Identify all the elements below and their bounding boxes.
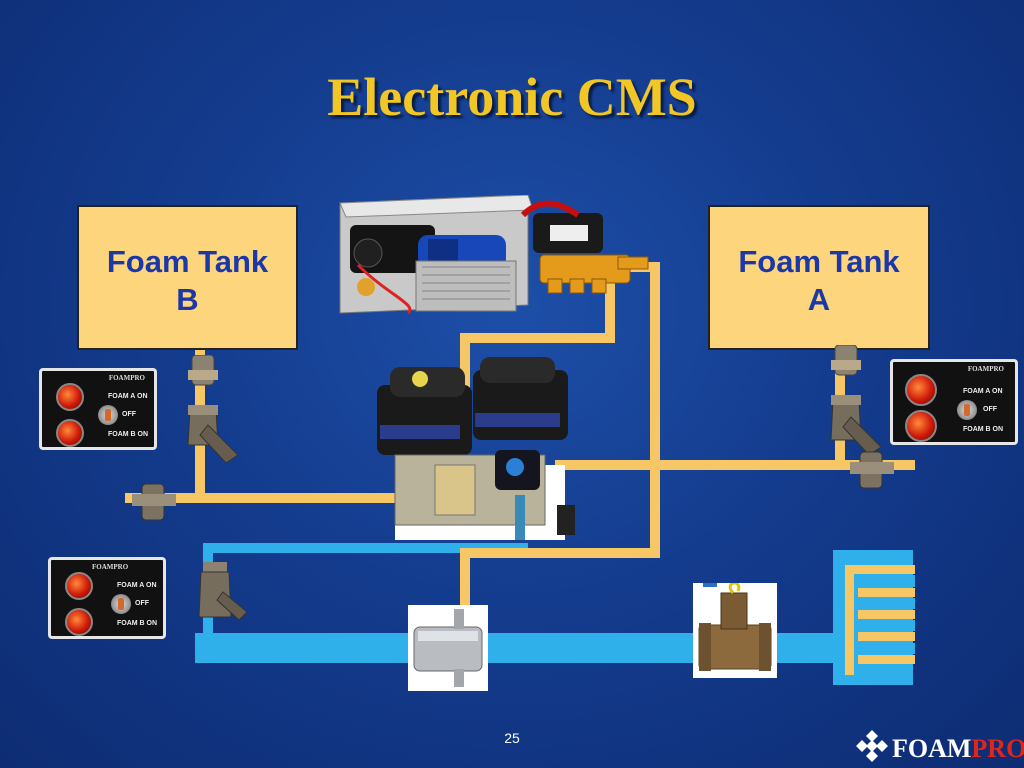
foam-line-to-flowmeter — [460, 548, 470, 618]
logo-text-main: FOAM — [892, 734, 972, 763]
indicator-lamp-a — [56, 383, 84, 411]
foam-line-pump-across — [460, 333, 615, 343]
foam-line-right-vertical — [650, 262, 660, 557]
page-number: 25 — [504, 730, 520, 746]
off-label: OFF — [122, 411, 136, 418]
foam-tank-a-label-line2: A — [807, 282, 831, 317]
selector-switch[interactable] — [957, 400, 977, 420]
foam-tank-b: Foam Tank B — [77, 205, 298, 350]
indicator-lamp-b — [56, 419, 84, 447]
foam-a-on-label: FOAM A ON — [108, 393, 148, 400]
foam-tank-a-label-line1: Foam Tank — [738, 244, 900, 279]
foam-line-pump-down — [605, 280, 615, 340]
manifold-fingers — [845, 565, 915, 675]
foam-b-on-label: FOAM B ON — [963, 426, 1004, 433]
off-label: OFF — [135, 600, 149, 607]
slide-title: Electronic CMS — [327, 67, 697, 127]
indicator-lamp-b — [905, 410, 937, 442]
check-valve-icon — [850, 451, 894, 489]
control-panel-brand: FOAMPRO — [92, 563, 129, 571]
foam-tank-b-label-line1: Foam Tank — [106, 244, 269, 279]
indicator-lamp-a — [905, 374, 937, 406]
foam-b-on-label: FOAM B ON — [108, 431, 149, 438]
strainer-valve-icon — [830, 345, 882, 455]
foam-line-pump-left-down — [460, 333, 470, 388]
foampro-logo-icon — [856, 730, 888, 762]
off-label: OFF — [983, 406, 997, 413]
strainer-valve-icon — [187, 355, 238, 464]
control-panel-brand: FOAMPRO — [108, 374, 145, 382]
control-panel-right: FOAMPRO FOAM A ON OFF FOAM B ON — [890, 359, 1018, 445]
flow-sensor-icon — [693, 583, 777, 678]
foam-a-on-label: FOAM A ON — [963, 388, 1003, 395]
check-valve-icon — [132, 483, 176, 521]
injection-pump-icon — [339, 195, 649, 315]
control-panel-brand: FOAMPRO — [967, 365, 1004, 373]
foam-a-on-label: FOAM A ON — [117, 582, 157, 589]
selector-switch[interactable] — [111, 594, 131, 614]
foam-line-bottom-across — [460, 548, 660, 558]
control-panel-left-bottom: FOAMPRO FOAM A ON OFF FOAM B ON — [48, 557, 166, 639]
solenoid-valve-icon — [377, 357, 575, 540]
selector-switch[interactable] — [98, 405, 118, 425]
foam-tank-a: Foam Tank A — [708, 205, 930, 350]
foam-line-tank-b-across — [125, 493, 410, 503]
water-branch-horizontal — [203, 543, 528, 553]
foam-line-tank-a-across — [555, 460, 915, 470]
control-panel-left-top: FOAMPRO FOAM A ON OFF FOAM B ON — [39, 368, 157, 450]
foampro-logo: FOAMPRO — [856, 726, 1024, 766]
strainer-valve-icon — [198, 562, 248, 621]
indicator-lamp-b — [65, 608, 93, 636]
foampro-logo-text: FOAMPRO — [892, 734, 1024, 764]
logo-text-accent: PRO — [971, 734, 1024, 763]
indicator-lamp-a — [65, 572, 93, 600]
foam-b-on-label: FOAM B ON — [117, 620, 158, 627]
foam-tank-b-label-line2: B — [176, 282, 199, 317]
flowmeter-icon — [408, 605, 488, 691]
water-lines — [195, 543, 913, 685]
